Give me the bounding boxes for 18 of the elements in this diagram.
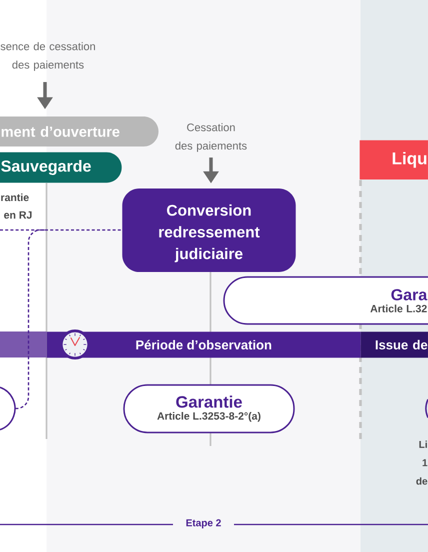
pill-outline bbox=[425, 399, 428, 418]
note-text: 1 bbox=[422, 459, 428, 466]
stage-box: Liqu bbox=[360, 140, 428, 180]
process-box: Conversion redressement judiciaire bbox=[122, 188, 296, 272]
annotation-text: Cessation des paiements bbox=[175, 123, 247, 152]
note-text: en RJ bbox=[4, 211, 32, 219]
note-text: de bbox=[416, 477, 428, 485]
guarantee-pill: Gara Article L.32 bbox=[223, 276, 428, 325]
note-text: rantie bbox=[1, 193, 29, 202]
note-text: Li bbox=[419, 440, 427, 448]
timeline-band: Période d’observation bbox=[46, 332, 361, 358]
step-label: Etape 2 bbox=[186, 519, 221, 528]
annotation-text: sence de cessation des paiements bbox=[0, 42, 95, 71]
stage-pill: Sauvegarde bbox=[0, 152, 122, 183]
guarantee-pill: Garantie Article L.3253-8-2°(a) bbox=[123, 384, 295, 434]
timeline-band: Issue de bbox=[360, 332, 428, 358]
stage-pill: ment d’ouverture bbox=[0, 116, 158, 146]
pill-outline bbox=[0, 386, 16, 430]
